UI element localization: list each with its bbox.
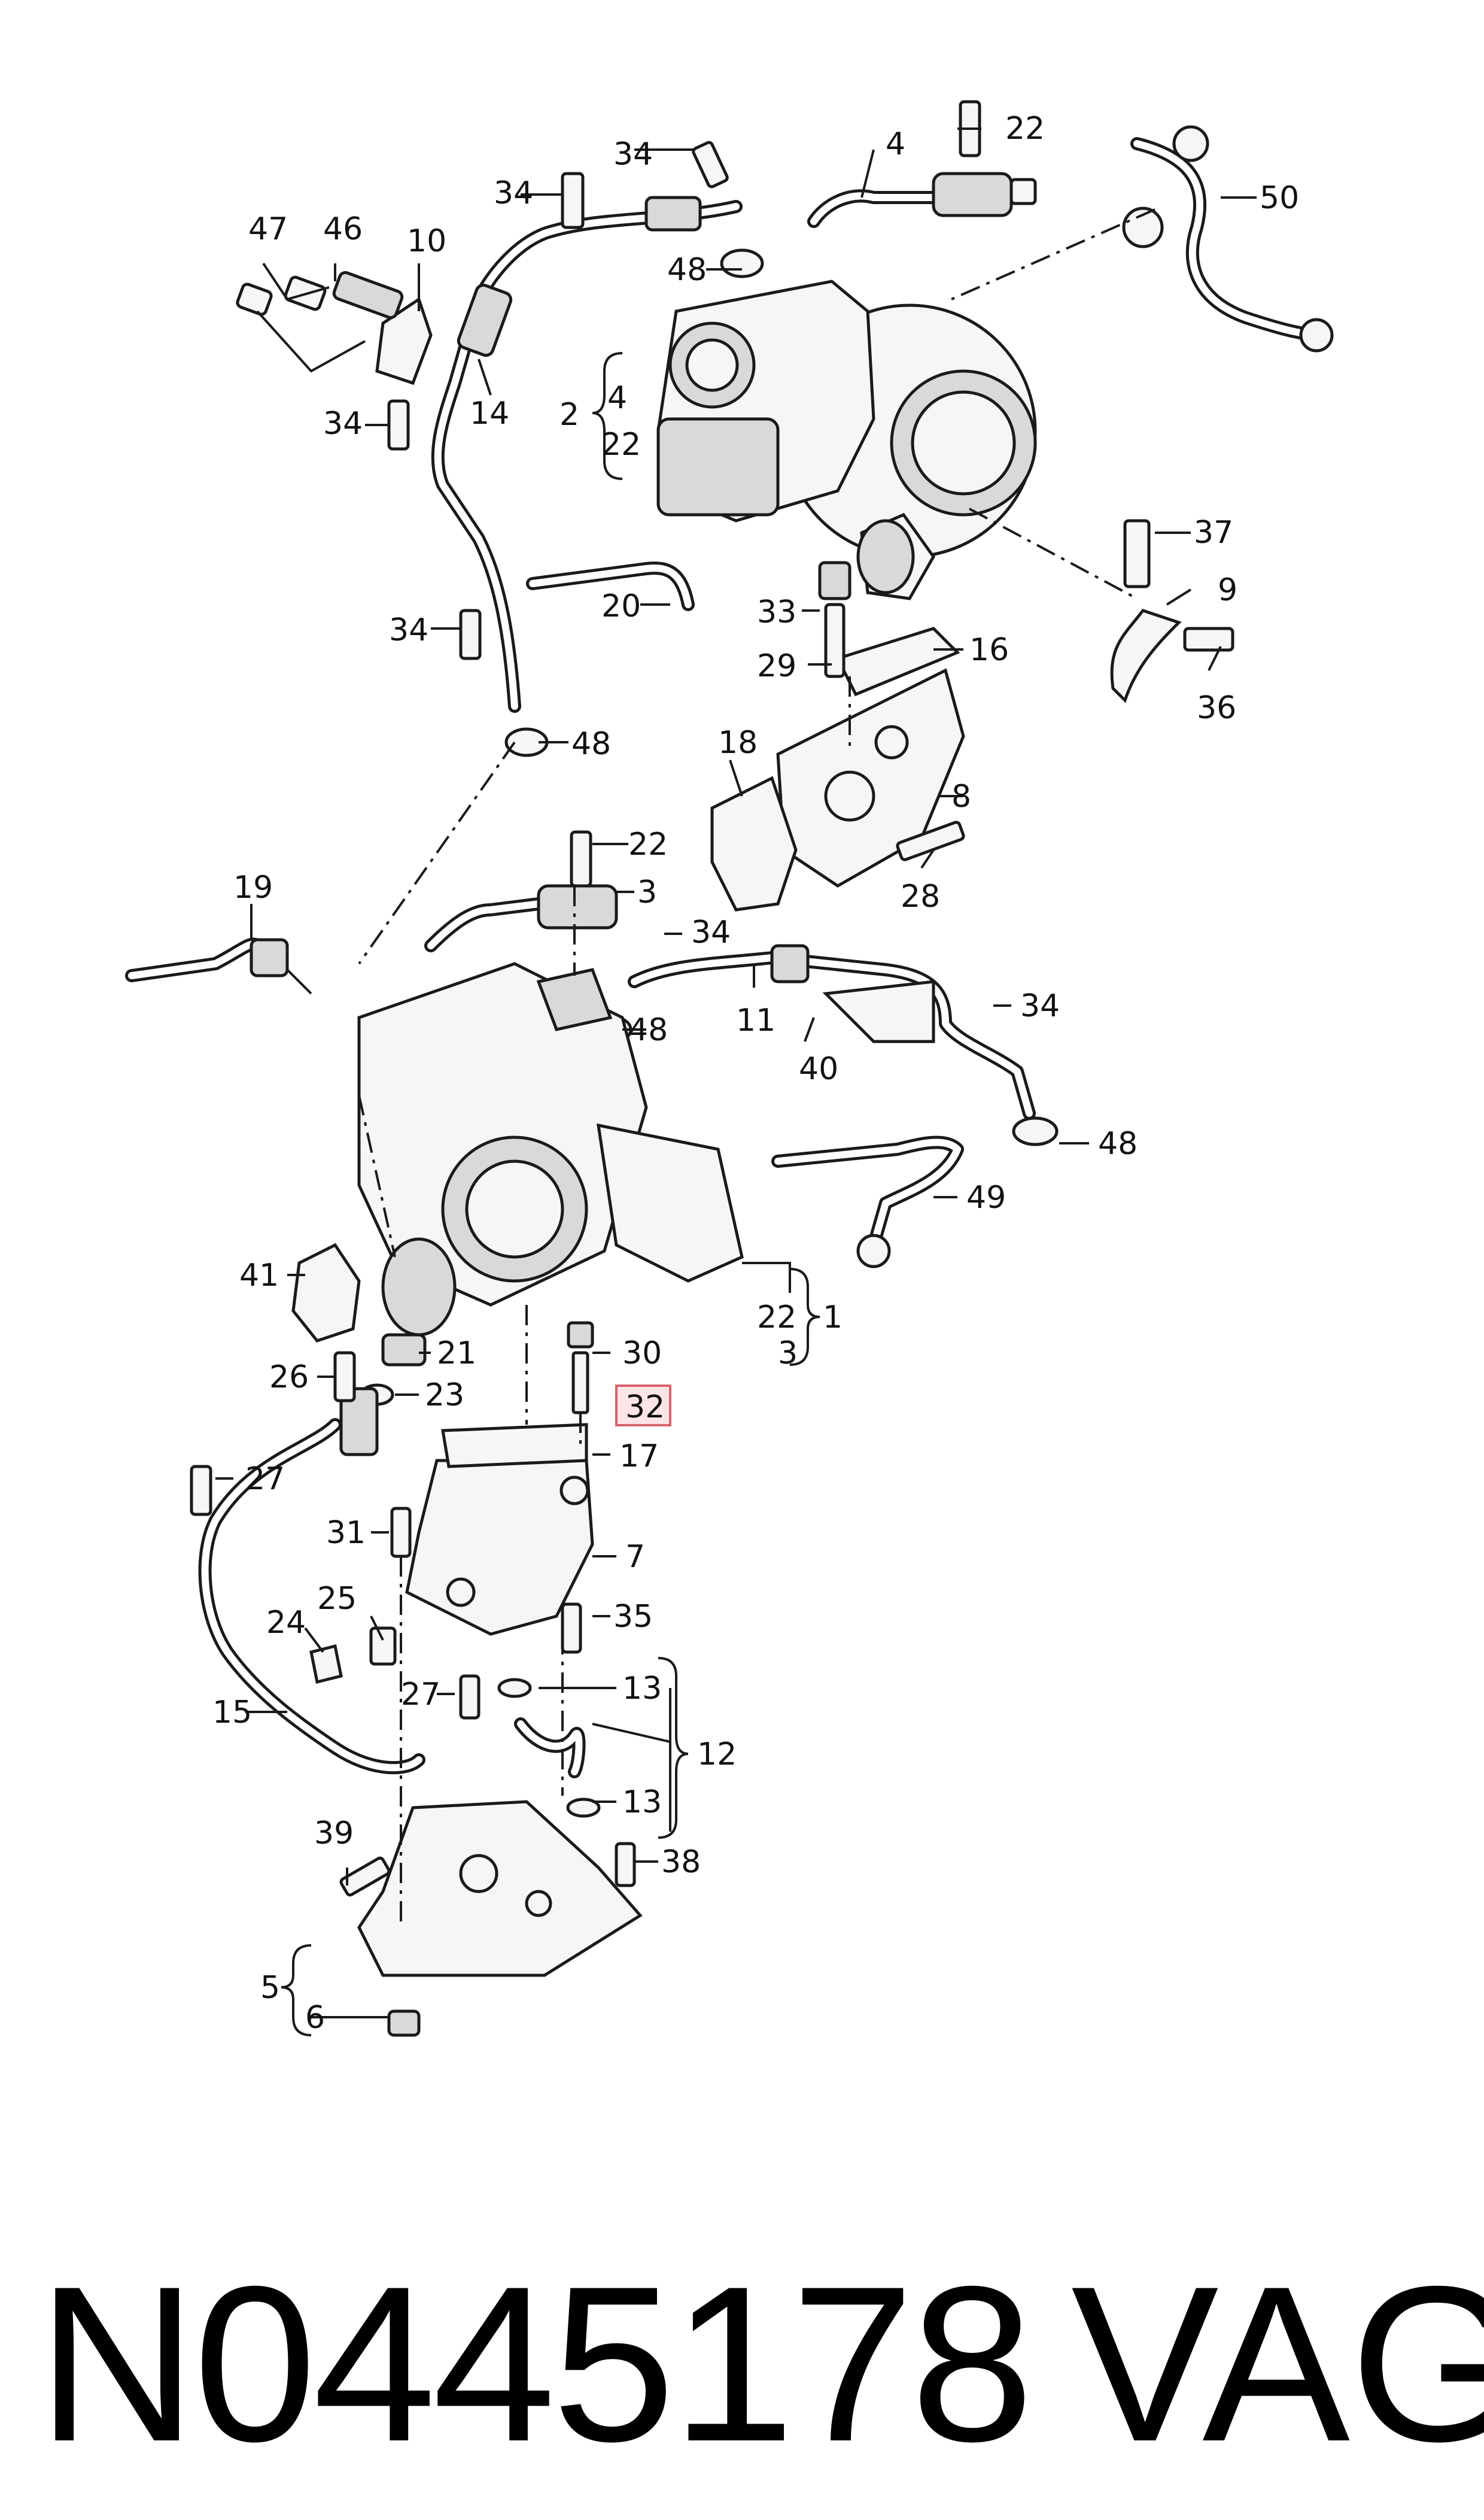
- upper-turbocharger: [656, 280, 1037, 600]
- sensor-10-bracket: [236, 271, 433, 385]
- part-number: N0445178: [37, 2240, 1034, 2488]
- label-50: 50: [1260, 180, 1299, 216]
- lower-turbocharger: [357, 962, 744, 1337]
- bracket-8: [776, 668, 965, 888]
- label-9: 9: [1218, 572, 1237, 608]
- label-34: 34: [613, 136, 653, 172]
- label-26: 26: [269, 1359, 309, 1395]
- label-25: 25: [317, 1581, 357, 1617]
- label-15: 15: [212, 1695, 252, 1730]
- label-14: 14: [470, 396, 509, 432]
- label-48: 48: [571, 726, 611, 762]
- label-38: 38: [661, 1844, 701, 1880]
- pipe-49: [771, 1135, 964, 1268]
- label-21: 21: [437, 1335, 476, 1371]
- label-40: 40: [799, 1051, 838, 1087]
- gasket-17: [441, 1423, 588, 1468]
- label-20: 20: [601, 588, 641, 624]
- alignment-lines: [358, 208, 1155, 1927]
- label-32: 32: [625, 1389, 665, 1425]
- braces: [281, 352, 820, 2036]
- oil-supply-pipe-14: [431, 196, 743, 713]
- label-23: 23: [425, 1377, 464, 1413]
- pipe-20: [526, 561, 695, 611]
- pipe-12: [497, 1602, 601, 1818]
- label-22: 22: [601, 427, 641, 463]
- bracket-7: [405, 1459, 594, 1636]
- label-5: 5: [260, 1970, 280, 2006]
- label-49: 49: [966, 1180, 1006, 1216]
- sensor-19: [125, 937, 312, 995]
- label-8: 8: [951, 779, 971, 815]
- label-22: 22: [628, 827, 668, 863]
- label-39: 39: [314, 1815, 354, 1851]
- label-3: 3: [778, 1335, 798, 1371]
- label-46: 46: [323, 211, 363, 247]
- label-4: 4: [886, 126, 905, 162]
- label-31: 31: [326, 1515, 366, 1551]
- label-4: 4: [607, 380, 627, 416]
- label-47: 47: [248, 211, 288, 247]
- gasket-18: [710, 776, 798, 912]
- label-16: 16: [969, 632, 1009, 668]
- exploded-parts-diagram: 34 4 22 34 50 47 46 10 48 4 2 14 34 22 3…: [125, 100, 1334, 2037]
- label-1: 1: [823, 1300, 843, 1335]
- label-29: 29: [757, 648, 796, 684]
- label-27: 27: [245, 1461, 285, 1497]
- brand-name: VAG: [1071, 2240, 1484, 2488]
- label-35: 35: [613, 1599, 653, 1635]
- label-7: 7: [625, 1539, 645, 1575]
- label-13: 13: [622, 1671, 662, 1707]
- label-6: 6: [305, 2000, 325, 2036]
- label-12: 12: [697, 1736, 737, 1772]
- label-28: 28: [901, 879, 940, 915]
- oil-pipe-15: [190, 1351, 481, 1775]
- label-24: 24: [266, 1605, 306, 1641]
- label-34: 34: [691, 915, 731, 951]
- label-34: 34: [494, 175, 533, 211]
- label-22: 22: [1005, 111, 1045, 147]
- label-13: 13: [622, 1784, 662, 1820]
- label-3: 3: [637, 875, 657, 910]
- label-2: 2: [559, 397, 579, 433]
- label-48: 48: [1098, 1126, 1138, 1162]
- label-11: 11: [736, 1003, 776, 1039]
- label-41: 41: [239, 1258, 279, 1294]
- bracket-9: [1110, 519, 1234, 703]
- label-18: 18: [718, 725, 758, 761]
- label-48: 48: [628, 1012, 668, 1048]
- label-22: 22: [757, 1300, 796, 1335]
- label-34: 34: [389, 612, 428, 648]
- oil-return-pipe-11: [588, 944, 1059, 1146]
- label-30: 30: [622, 1335, 662, 1371]
- label-33: 33: [757, 594, 796, 630]
- bracket-5: [339, 1800, 643, 2037]
- label-10: 10: [407, 223, 446, 259]
- label-19: 19: [233, 870, 273, 906]
- label-34: 34: [323, 406, 363, 442]
- highlight-box-32: [615, 1385, 671, 1426]
- sensor-3: [424, 884, 618, 952]
- studs-30-32: [390, 1321, 594, 1558]
- label-27: 27: [401, 1677, 440, 1713]
- label-36: 36: [1197, 690, 1236, 726]
- label-34: 34: [1020, 988, 1060, 1024]
- label-37: 37: [1194, 515, 1233, 551]
- callout-labels: 34 4 22 34 50 47 46 10 48 4 2 14 34 22 3…: [212, 111, 1299, 2036]
- heat-shield-41: [291, 1243, 427, 1406]
- leader-lines: [215, 127, 1257, 2018]
- label-48: 48: [667, 252, 707, 288]
- pipe-50: [1122, 125, 1334, 353]
- sensor-4-top: [807, 172, 1037, 228]
- label-17: 17: [619, 1438, 659, 1474]
